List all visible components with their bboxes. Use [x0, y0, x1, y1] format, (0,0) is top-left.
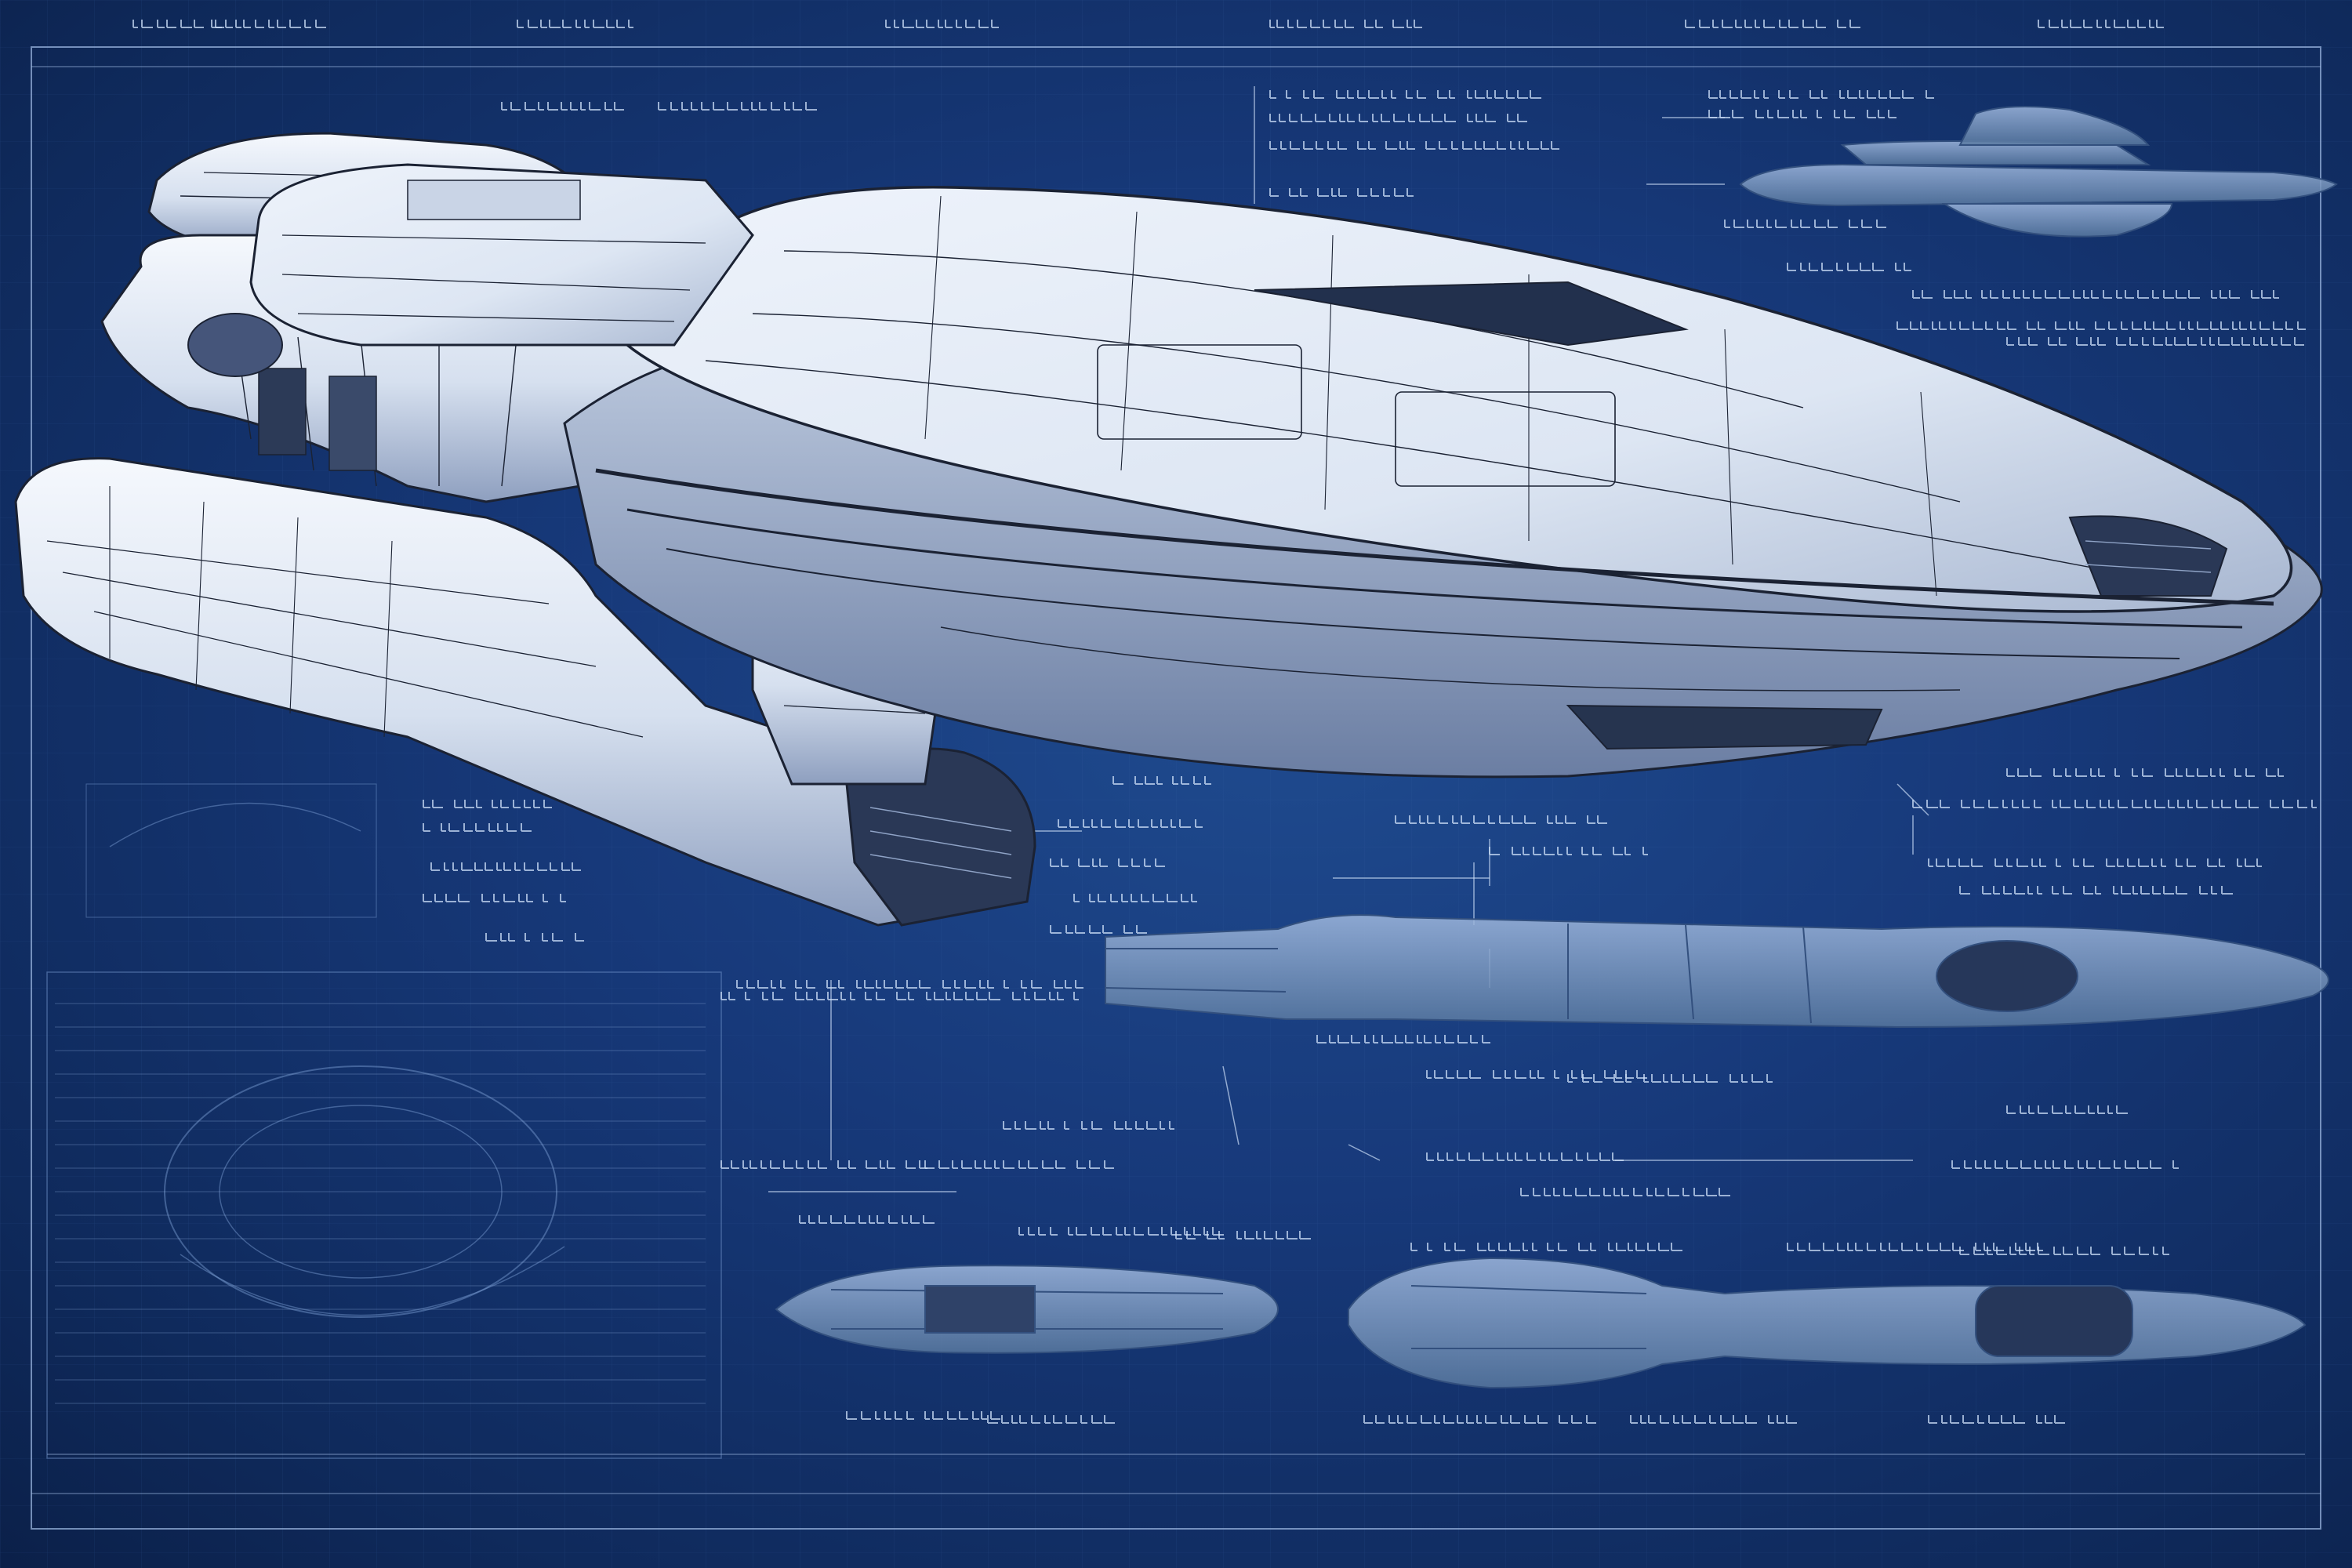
annotation-scribble: [1050, 858, 1165, 867]
annotation-scribble: [1912, 290, 2279, 299]
annotation-scribbles: [132, 20, 2317, 1424]
annotation-scribble: [846, 1411, 1000, 1420]
annotation-scribble: [1269, 141, 1559, 150]
annotation-scribble: [885, 20, 999, 28]
annotation-scribble: [1426, 1152, 1624, 1161]
annotation-scribble: [1175, 1231, 1311, 1240]
annotation-scribble: [1708, 90, 1934, 99]
main-hull: [249, 163, 2323, 779]
annotation-scribble: [1112, 776, 1211, 785]
annotation-scribble: [1685, 20, 1860, 28]
side-elevation-middle: [1105, 914, 2329, 1029]
annotation-scribble: [1003, 1121, 1174, 1130]
annotation-scribble: [924, 1160, 1114, 1169]
annotation-scribble: [2006, 337, 2304, 346]
annotation-scribble: [1959, 886, 2233, 895]
profile-view-bottom-left: [775, 1265, 1279, 1354]
annotation-scribble: [1959, 1247, 2169, 1255]
annotation-scribble: [1928, 858, 2262, 867]
annotation-scribble: [1928, 1415, 2065, 1424]
annotation-scribble: [1269, 114, 1527, 122]
annotation-scribble: [1708, 110, 1896, 118]
annotation-scribble: [2006, 768, 2284, 777]
annotation-scribble: [799, 1215, 935, 1224]
annotation-scribble: [1269, 20, 1422, 28]
annotation-scribble: [1058, 819, 1203, 828]
annotation-scribble: [501, 102, 624, 111]
annotation-scribble: [1316, 1035, 1490, 1044]
annotation-scribble: [1896, 321, 2306, 330]
annotation-scribble: [1426, 1070, 1647, 1079]
annotation-scribble: [720, 992, 1079, 1000]
side-elevation-top-right: [1739, 106, 2338, 238]
lower-nacelle: [14, 457, 1036, 927]
annotation-scribble: [430, 862, 581, 871]
annotation-scribble: [736, 980, 1083, 989]
spec-table-rules: [55, 1003, 706, 1404]
annotation-scribble: [720, 1160, 927, 1169]
callout-leader: [1222, 1065, 1240, 1145]
ghost-elevation-panel: [46, 783, 722, 1459]
annotation-scribble: [658, 102, 817, 111]
annotation-scribble: [1073, 894, 1197, 902]
annotation-scribble: [1395, 815, 1607, 824]
annotation-scribble: [1567, 1074, 1773, 1083]
annotation-scribble: [1269, 90, 1541, 99]
annotation-scribble: [211, 20, 326, 28]
annotation-scribble: [1410, 1243, 1682, 1251]
annotation-scribble: [1724, 220, 1886, 228]
annotation-scribble: [1269, 188, 1414, 197]
perspective-view: [14, 132, 2323, 927]
annotation-scribble: [987, 1415, 1115, 1424]
sheet-frame: [31, 46, 2321, 1530]
annotation-scribble: [1787, 263, 1911, 271]
callout-leader: [1348, 1144, 1381, 1161]
annotation-scribble: [1951, 1160, 2179, 1169]
annotation-scribble: [423, 894, 566, 902]
annotation-scribble: [485, 933, 584, 942]
annotation-scribble: [423, 800, 552, 808]
annotation-scribble: [1050, 925, 1147, 934]
annotation-scribble: [2038, 20, 2164, 28]
annotation-scribble: [423, 823, 532, 832]
annotation-scribble: [1363, 1415, 1596, 1424]
annotation-scribble: [517, 20, 633, 28]
annotation-scribble: [1630, 1415, 1797, 1424]
annotation-scribble: [1520, 1188, 1730, 1196]
annotation-scribble: [1912, 800, 2317, 808]
profile-view-bottom-right: [1348, 1257, 2307, 1389]
annotation-scribble: [1489, 847, 1648, 855]
annotation-scribble: [2006, 1105, 2128, 1114]
